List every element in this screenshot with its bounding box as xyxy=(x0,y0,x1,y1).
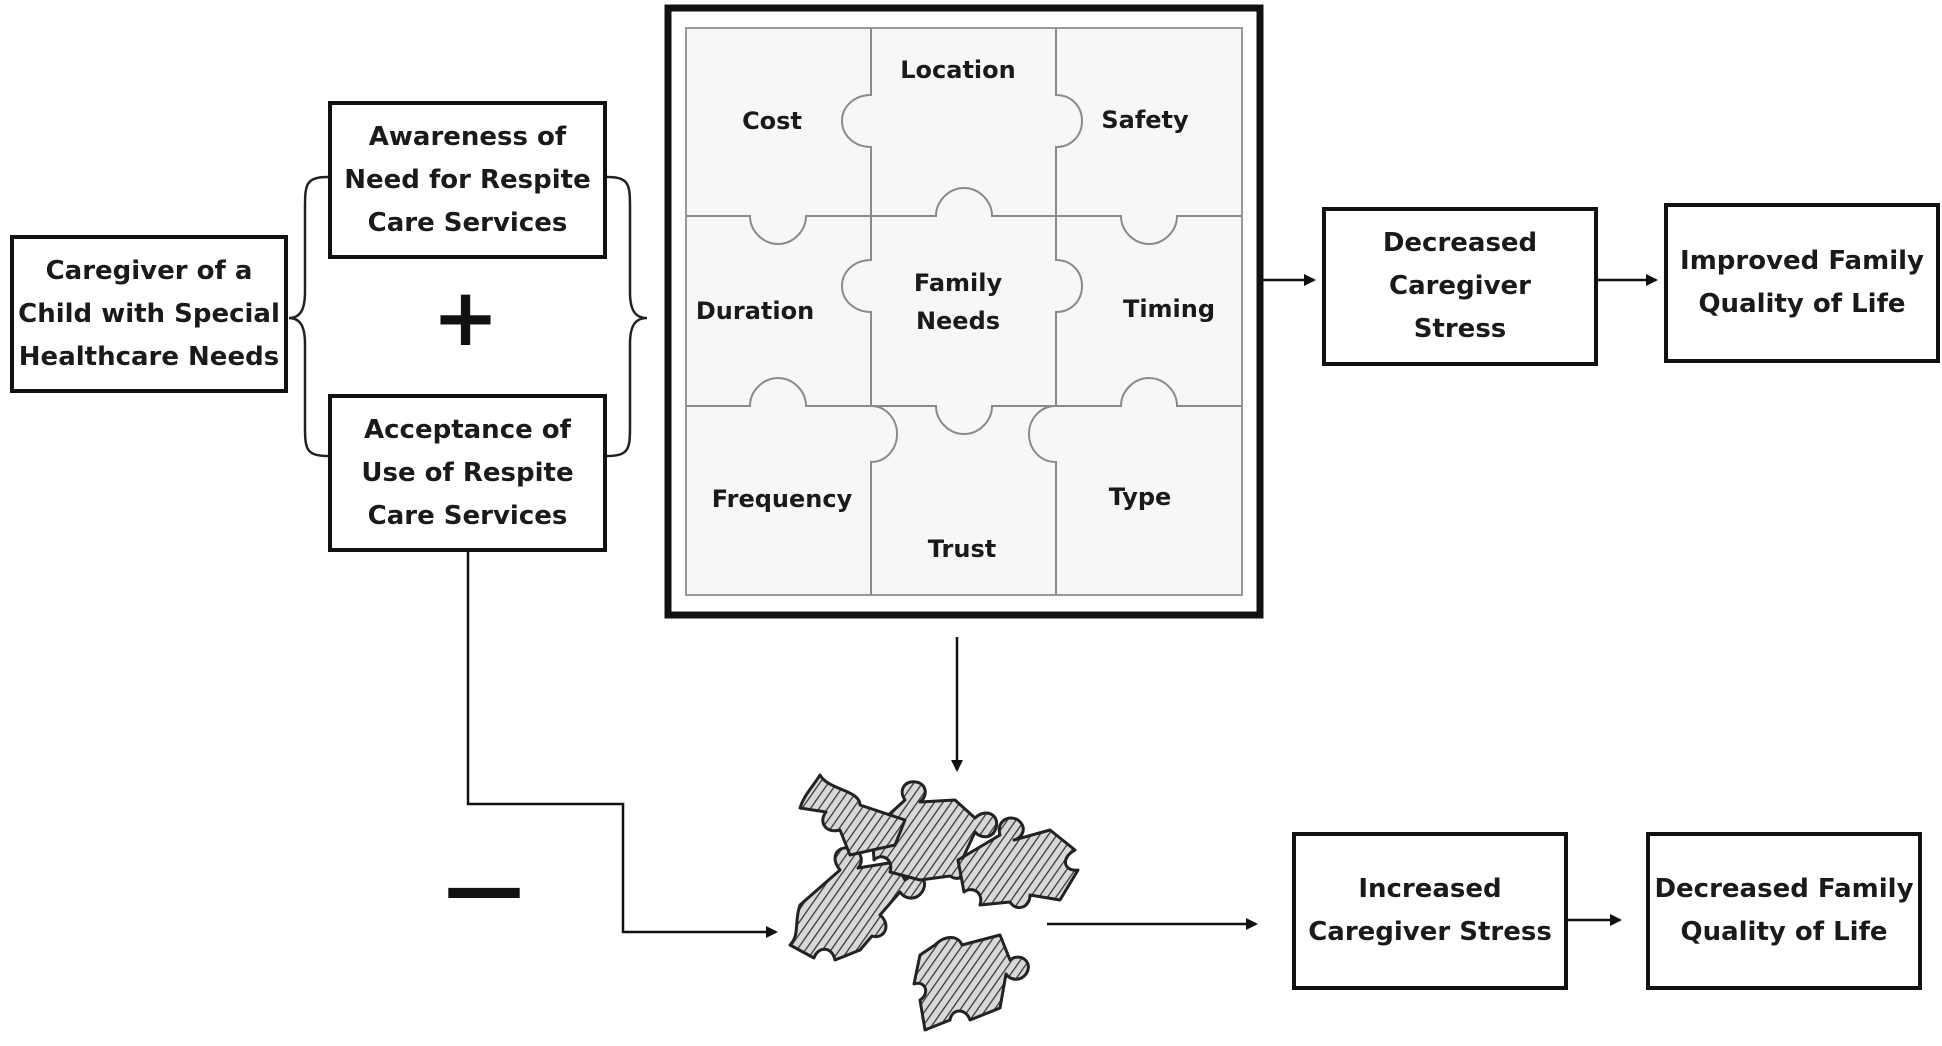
minus-sign: — xyxy=(444,841,524,934)
puzzle-seam xyxy=(686,186,1242,246)
awareness-box: Awareness of Need for Respite Care Servi… xyxy=(328,101,607,259)
puzzle-piece-cost: Cost xyxy=(742,107,802,135)
right-brace xyxy=(606,175,648,458)
caregiver-box: Caregiver of a Child with Special Health… xyxy=(10,235,288,393)
scattered-puzzle-pieces-icon xyxy=(788,773,1080,1032)
puzzle-piece-type: Type xyxy=(1108,483,1172,511)
left-brace xyxy=(288,175,329,458)
puzzle-piece-location: Location xyxy=(900,56,1016,84)
acceptance-box: Acceptance of Use of Respite Care Servic… xyxy=(328,394,607,552)
puzzle-piece-timing: Timing xyxy=(1122,295,1216,323)
improved-qol-box: Improved Family Quality of Life xyxy=(1664,203,1940,363)
puzzle-piece-duration: Duration xyxy=(695,297,815,325)
puzzle-seam xyxy=(1027,28,1084,595)
puzzle-piece-frequency: Frequency xyxy=(711,485,853,513)
puzzle-board xyxy=(685,27,1243,596)
decreased-stress-box: Decreased Caregiver Stress xyxy=(1322,207,1598,366)
puzzle-seam xyxy=(686,376,1242,436)
increased-stress-box: Increased Caregiver Stress xyxy=(1292,832,1568,990)
decreased-qol-box: Decreased Family Quality of Life xyxy=(1646,832,1922,990)
plus-sign: + xyxy=(432,271,500,364)
arrow-acceptance-to-scattered xyxy=(466,552,778,938)
puzzle-seam xyxy=(840,28,899,595)
puzzle-piece-trust: Trust xyxy=(927,535,997,563)
puzzle-piece-safety: Safety xyxy=(1101,106,1189,134)
puzzle-piece-family-needs: Family Needs xyxy=(913,269,1003,335)
